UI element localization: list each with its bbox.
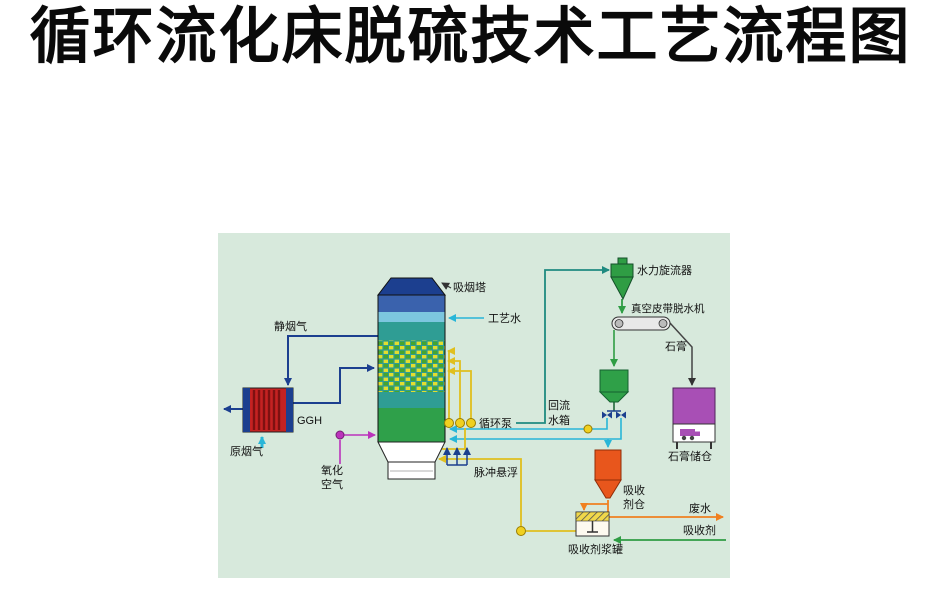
spray-riser-2: [447, 357, 461, 419]
valve-icon-2: [616, 411, 626, 419]
absorbent-silo-body: [594, 449, 622, 481]
absorbent-silo: [594, 449, 622, 499]
label-pulse-suspension: 脉冲悬浮: [474, 465, 518, 479]
ggh-stripes: [252, 390, 281, 430]
tower-section-blue: [378, 295, 445, 312]
spray-riser-3: [447, 367, 472, 419]
label-absorbent-slurry-tank: 吸收剂浆罐: [568, 542, 623, 556]
label-process-water: 工艺水: [488, 312, 521, 325]
oxidation-air-line: [339, 431, 376, 464]
vacuum-belt-dewaterer: [611, 316, 671, 331]
process-flow-diagram: 吸烟塔 工艺水 静烟气 GGH 原烟气 氧化 空气 循环泵 脉冲悬浮 水力旋流器…: [223, 257, 726, 556]
ggh-cap-right: [286, 388, 293, 432]
absorbent-slurry-tank: [575, 511, 610, 537]
belt-roller-left: [614, 319, 624, 328]
diagram-panel: 吸烟塔 工艺水 静烟气 GGH 原烟气 氧化 空气 循环泵 脉冲悬浮 水力旋流器…: [218, 233, 730, 578]
tower-hopper: [377, 441, 446, 463]
label-ggh: GGH: [297, 415, 322, 427]
absorbent-to-tank-line: [580, 503, 608, 511]
return-water-line-1: [449, 418, 608, 433]
belt-body: [611, 316, 671, 331]
tower-label-leader: [441, 282, 452, 290]
tower-cap: [376, 277, 447, 296]
spray-riser-1: [447, 347, 455, 419]
slurry-pump-icon: [516, 526, 526, 536]
label-return-tank-2: 水箱: [548, 413, 570, 427]
hydrocyclone-feed-line: [516, 266, 610, 424]
label-absorbent-silo-1: 吸收: [623, 483, 645, 497]
tower-section-teal-lower: [378, 392, 445, 408]
hydrocyclone: [610, 257, 634, 301]
belt-roller-right: [658, 319, 668, 328]
label-gypsum: 石膏: [665, 339, 687, 353]
raw-gas-to-tower-line: [293, 364, 375, 404]
label-hydrocyclone: 水力旋流器: [637, 263, 692, 277]
circulation-pump-3: [466, 418, 476, 428]
label-absorber-tower: 吸烟塔: [453, 280, 486, 294]
label-oxidation-air-1: 氧化: [321, 463, 343, 477]
return-water-tank: [598, 369, 630, 419]
label-waste-water: 废水: [689, 501, 711, 515]
label-raw-flue-gas: 原烟气: [230, 444, 263, 458]
tower-section-green: [378, 408, 445, 442]
label-circulation-pump: 循环泵: [479, 417, 512, 430]
gypsum-silo: [672, 387, 716, 449]
belt-to-silo-line: [669, 322, 696, 386]
hydrocyclone-cone: [610, 276, 634, 301]
absorbent-silo-cone: [594, 479, 622, 499]
ggh-cap-left: [243, 388, 250, 432]
gypsum-silo-top: [672, 387, 716, 425]
truck-icon: [680, 429, 700, 441]
return-tank-hopper: [598, 391, 630, 403]
label-absorbent-silo-2: 剂仓: [623, 497, 645, 511]
pulse-suspension-arrows: [443, 447, 471, 466]
return-pump-icon: [583, 424, 593, 434]
absorber-tower: [376, 277, 447, 480]
tower-base: [387, 461, 436, 480]
circulation-pump-2: [455, 418, 465, 428]
label-gypsum-silo: 石膏储仓: [668, 449, 712, 463]
oxidation-blower-icon: [335, 430, 345, 440]
hydrocyclone-stub: [617, 257, 628, 265]
circulation-pumps: [444, 418, 476, 428]
flue-gas-lines: [223, 335, 378, 413]
return-tank-body: [599, 369, 629, 393]
label-absorbent: 吸收剂: [683, 523, 716, 537]
clean-gas-line: [284, 335, 378, 386]
ggh-heat-exchanger: [242, 387, 294, 433]
label-vacuum-belt: 真空皮带脱水机: [631, 302, 705, 315]
label-clean-flue-gas: 静烟气: [274, 319, 307, 333]
tower-packing-grid: [378, 340, 445, 392]
hydrocyclone-body: [610, 263, 634, 278]
return-water-line-2: [449, 418, 622, 443]
page-title: 循环流化床脱硫技术工艺流程图: [29, 4, 912, 71]
agitator-icon: [587, 521, 598, 533]
slurry-tank-hatch: [575, 511, 610, 522]
tower-section-teal-upper: [378, 322, 445, 340]
water-lines: [448, 314, 622, 448]
circulation-pump-1: [444, 418, 454, 428]
slurry-lines: [438, 347, 576, 532]
valve-icon-1: [602, 411, 612, 419]
label-return-tank-1: 回流: [548, 398, 570, 412]
label-oxidation-air-2: 空气: [321, 477, 343, 491]
tower-section-lightblue: [378, 312, 445, 322]
